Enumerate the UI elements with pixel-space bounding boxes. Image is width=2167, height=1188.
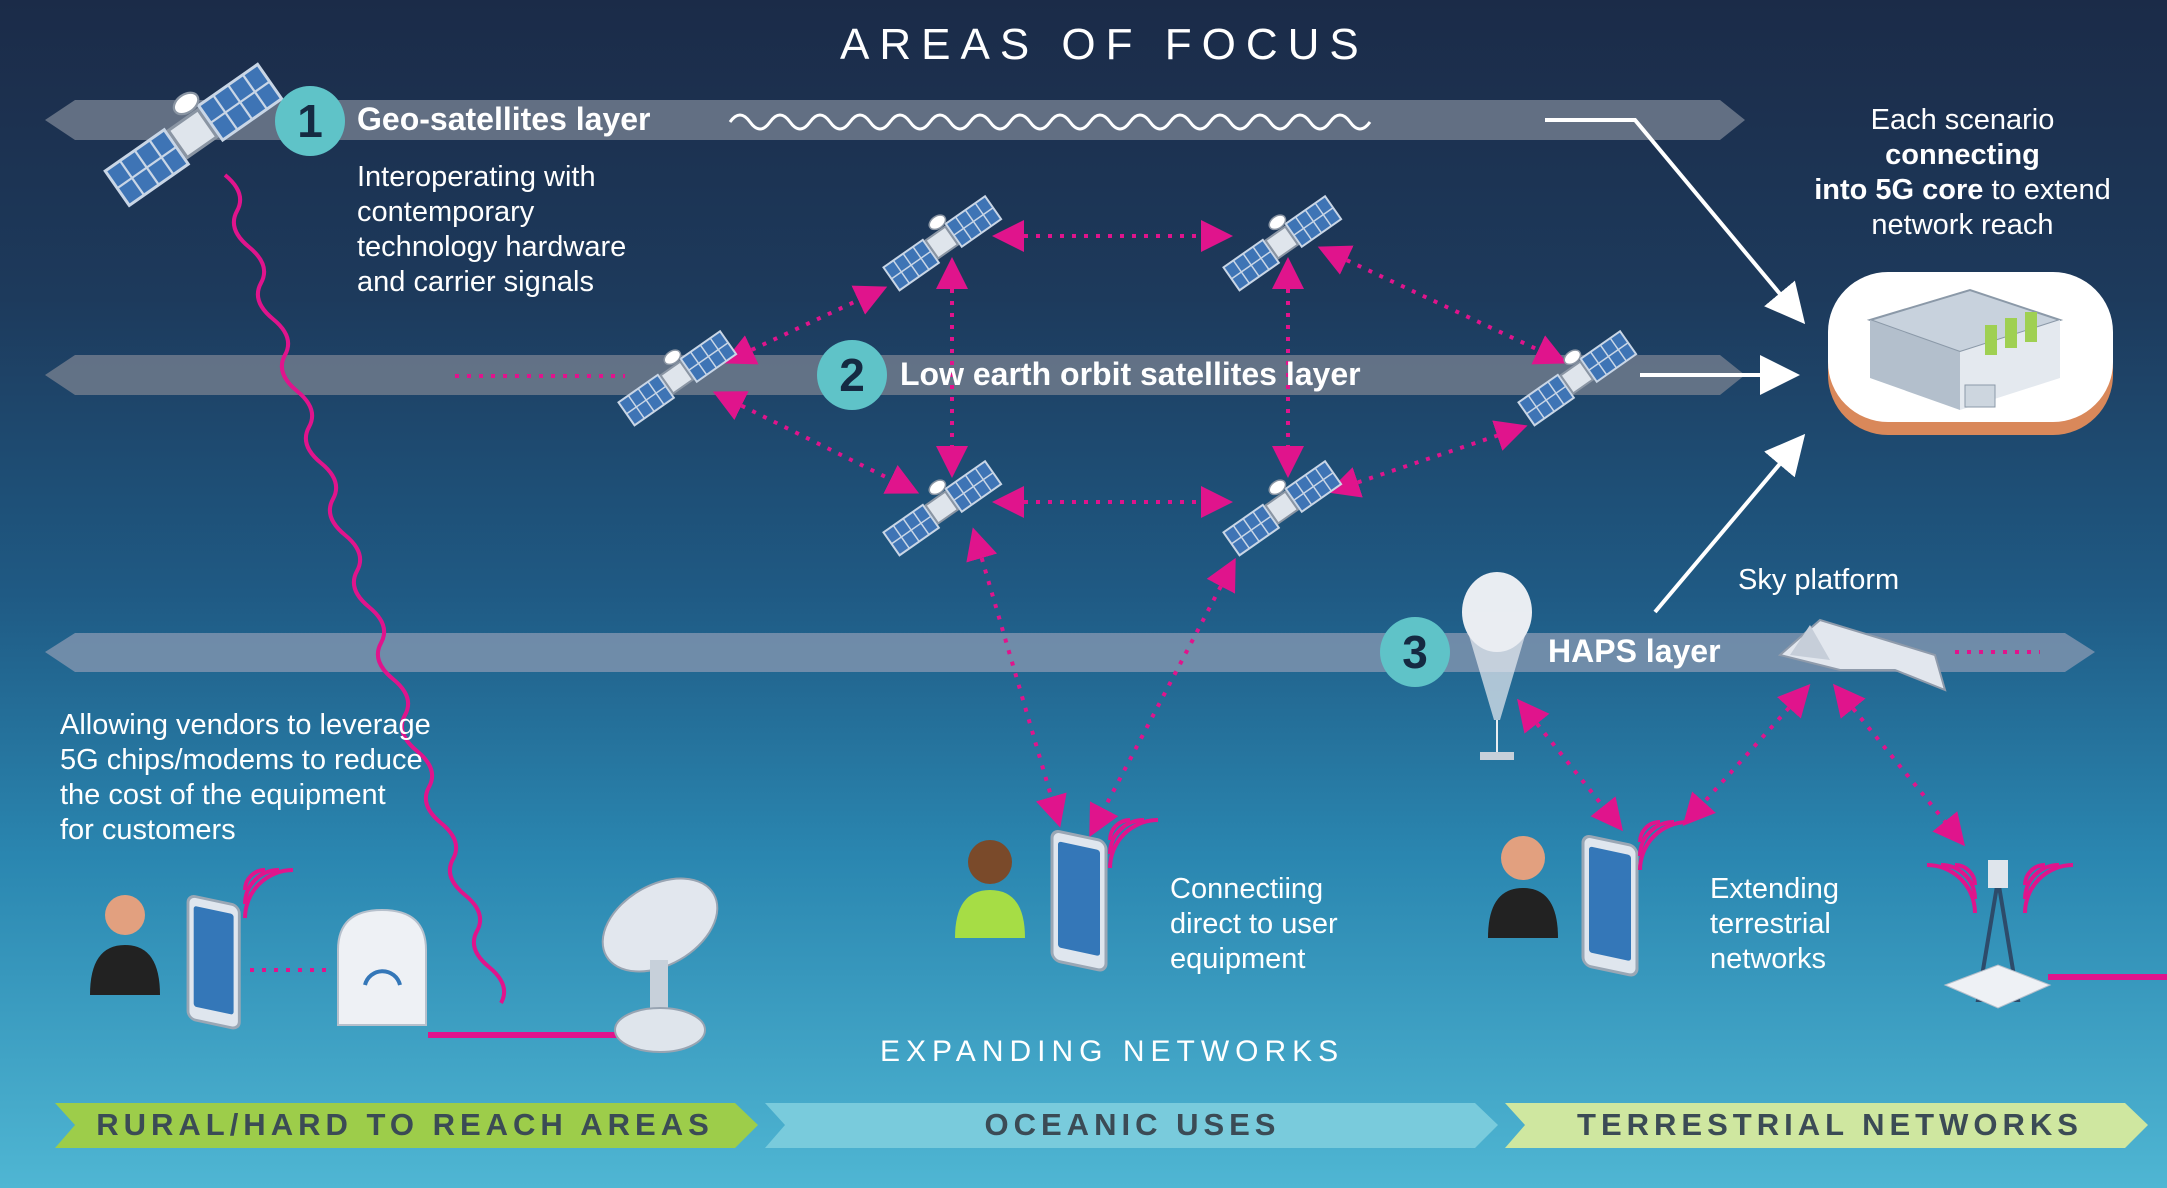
banner-oceanic-label: OCEANIC USES (984, 1107, 1281, 1142)
banner-terrestrial-label: TERRESTRIAL NETWORKS (1577, 1107, 2083, 1142)
ocean-phone-icon (1050, 828, 1108, 973)
rural-phone-signal-icon (243, 868, 295, 920)
sky-platform-drone-icon (1777, 618, 1947, 692)
leo-links (455, 220, 2040, 847)
rural-phone-icon (186, 893, 241, 1031)
tower-signal-right-icon (2023, 863, 2075, 915)
arrow-geo-to-core (1545, 118, 1806, 325)
haps-layer-band (45, 633, 2095, 672)
satellite-dish-icon (601, 877, 719, 1053)
page-title: AREAS OF FOCUS (840, 20, 1369, 69)
terrestrial-note: Extending terrestrial networks (1710, 873, 1839, 975)
tower-signal-left-icon (1925, 863, 1977, 915)
geo-note: Interoperating with contemporary technol… (357, 161, 627, 298)
terrestrial-person-icon (1488, 836, 1558, 938)
leo-satellite-icon (875, 450, 1003, 557)
leo-satellite-icon (875, 185, 1003, 292)
layer-1-label: Geo-satellites layer (357, 101, 651, 137)
geo-downlink-wave (223, 173, 506, 1004)
banner-terrestrial (1505, 1103, 2148, 1148)
vendors-note: Allowing vendors to leverage 5G chips/mo… (60, 709, 431, 846)
data-center-icon (1828, 272, 2113, 435)
haps-balloon-icon (1462, 572, 1532, 760)
sky-platform-label: Sky platform (1738, 564, 1900, 596)
ocean-phone-signal-icon (1108, 818, 1160, 870)
geo-signal-wave (728, 113, 1372, 131)
layer-1-badge: 1 (275, 86, 345, 156)
leo-satellite-icon (1215, 450, 1343, 557)
layer-3-badge: 3 (1380, 617, 1450, 687)
ocean-person-icon (955, 840, 1025, 938)
banner-rural-label: RURAL/HARD TO REACH AREAS (96, 1107, 714, 1142)
layer-3-label: HAPS layer (1548, 633, 1721, 669)
leo-satellite-icon (1215, 185, 1343, 292)
terrestrial-phone-signal-icon (1638, 820, 1690, 872)
router-icon (337, 908, 427, 1026)
layer-2-label: Low earth orbit satellites layer (900, 356, 1361, 392)
banner-oceanic (765, 1103, 1498, 1148)
ocean-note: Connectiing direct to user equipment (1170, 873, 1338, 975)
rural-person-icon (90, 895, 160, 995)
cell-tower-icon (1943, 860, 2052, 1009)
layer-2-badge: 2 (817, 340, 887, 410)
expanding-networks-title: EXPANDING NETWORKS (880, 1035, 1345, 1068)
leo-layer-band (45, 355, 1745, 395)
banner-rural (55, 1103, 758, 1148)
arrow-haps-to-core (1653, 433, 1806, 614)
core-note: Each scenario connecting into 5G core to… (1814, 104, 2111, 241)
terrestrial-phone-icon (1581, 833, 1639, 978)
